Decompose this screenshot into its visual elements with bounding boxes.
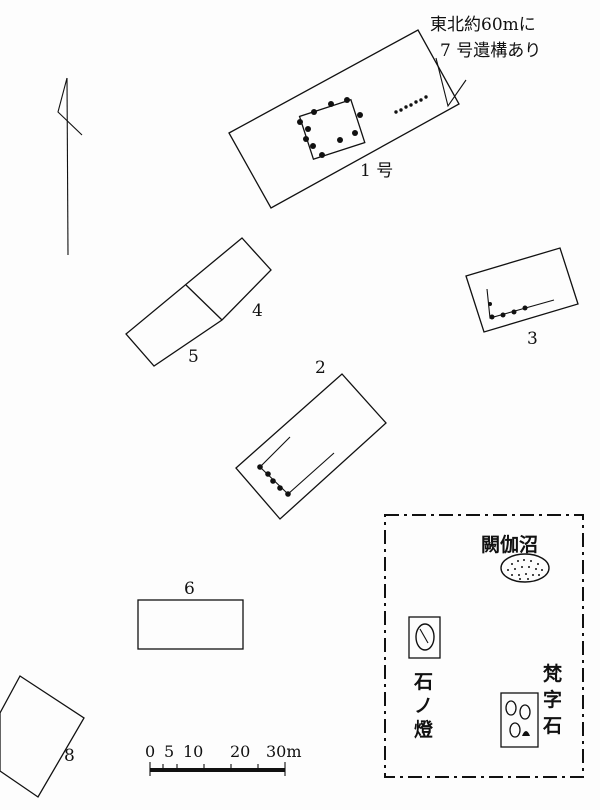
note-line-2: 7 号遺構あり [440, 41, 541, 61]
feature-3: 3 [465, 247, 579, 349]
scale-tick-0: 0 [145, 742, 155, 761]
scale-tick-20: 20 [230, 742, 250, 761]
feature-3-label: 3 [527, 329, 538, 349]
features-4-5: 4 5 [125, 237, 272, 367]
sanskrit-stone-icon [500, 692, 539, 748]
feature-1: 1 号 [228, 29, 467, 209]
pond-icon [500, 553, 550, 583]
note-line-1: 東北約60mに [430, 15, 536, 35]
scale-tick-5: 5 [164, 742, 174, 761]
inset-stone-char-1: 梵 [543, 663, 563, 685]
inset-stone-char-3: 石 [542, 715, 562, 737]
inset-stone-char-2: 字 [543, 688, 562, 711]
inset-lantern-char-3: 燈 [414, 718, 434, 741]
feature-2-label: 2 [315, 358, 326, 378]
stone-lantern-icon [408, 616, 441, 659]
feature-6-label: 6 [184, 579, 195, 599]
inset-lantern-char-1: 石 [413, 671, 433, 693]
scale-tick-30m: 30m [266, 742, 302, 761]
feature-6: 6 [137, 579, 244, 650]
feature-1-label: 1 号 [360, 161, 393, 181]
feature-4-label: 4 [252, 301, 263, 321]
feature-5-label: 5 [188, 347, 199, 367]
inset-pond-label: 闕伽沼 [481, 533, 538, 556]
feature-1-postholes [297, 95, 428, 158]
feature-8: 8 [0, 675, 85, 798]
inset-lantern-char-2: ノ [414, 695, 433, 717]
north-arrow-icon [57, 77, 83, 256]
inset-area: 闕伽沼 石 ノ 燈 [384, 514, 584, 778]
feature-2: 2 [235, 358, 387, 520]
feature-8-label: 8 [64, 746, 75, 766]
scale-tick-10: 10 [183, 742, 203, 761]
scale-bar: 0 5 10 20 30m [145, 742, 302, 776]
